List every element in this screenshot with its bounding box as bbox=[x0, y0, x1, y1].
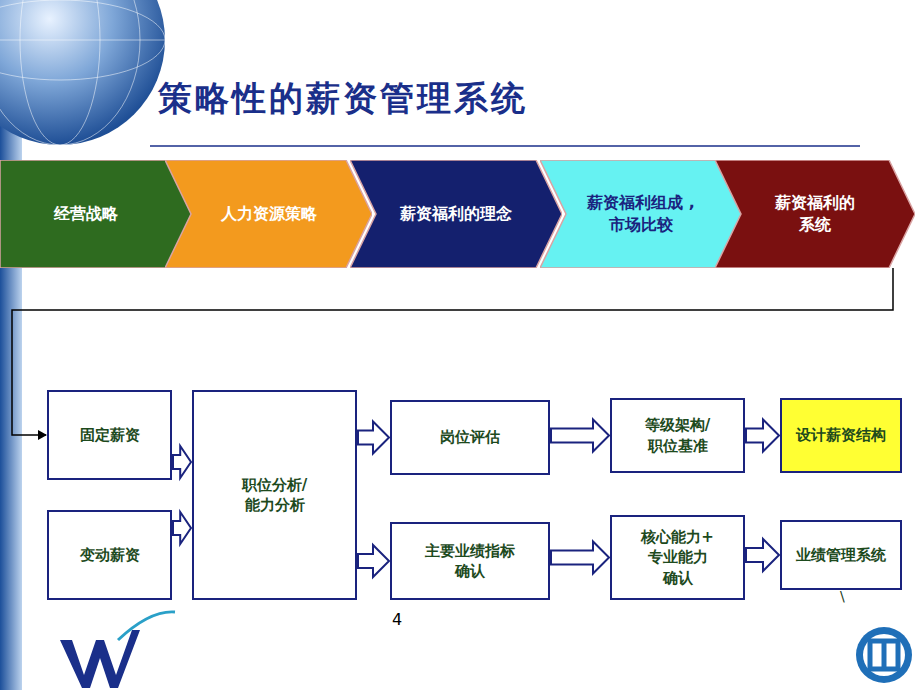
process-box: 核心能力+ 专业能力 确认 bbox=[610, 515, 745, 600]
chevron-step: 薪资福利的 系统 bbox=[715, 160, 915, 268]
process-box: 主要业绩指标 确认 bbox=[390, 522, 550, 600]
flow-arrow bbox=[358, 422, 389, 454]
stray-mark: \ bbox=[840, 588, 845, 604]
flow-arrow bbox=[358, 545, 389, 577]
w-logo bbox=[60, 612, 175, 688]
flow-arrow bbox=[746, 420, 779, 452]
slide-title: 策略性的薪资管理系统 bbox=[158, 76, 528, 122]
flow-arrow bbox=[746, 539, 779, 571]
corner-logo bbox=[856, 627, 912, 683]
flow-arrow bbox=[173, 446, 191, 478]
process-box: 职位分析/ 能力分析 bbox=[192, 390, 357, 600]
node-text: 职位分析/ 能力分析 bbox=[225, 475, 325, 516]
title-rule bbox=[150, 145, 860, 147]
chevron-step: 人力资源策略 bbox=[165, 160, 372, 268]
node-text: 岗位评估 bbox=[440, 427, 500, 447]
chevron-step: 经营战略 bbox=[0, 160, 192, 268]
node-text: 薪资福利的 系统 bbox=[763, 192, 868, 235]
highlight-box: 设计薪资结构 bbox=[780, 398, 902, 473]
node-text: 变动薪资 bbox=[80, 545, 140, 565]
chevron-shape bbox=[715, 160, 915, 268]
chevron-shape bbox=[540, 160, 742, 268]
chevron-step: 薪资福利组成 ,市场比较 bbox=[540, 160, 742, 268]
node-text: 业绩管理系统 bbox=[796, 545, 886, 565]
process-box: 固定薪资 bbox=[47, 390, 172, 480]
node-text: 薪资福利的理念 bbox=[400, 203, 512, 225]
node-text: 主要业绩指标 确认 bbox=[418, 541, 523, 582]
node-text: 设计薪资结构 bbox=[796, 425, 886, 445]
process-box: 等级架构/ 职位基准 bbox=[610, 398, 745, 473]
chevron-step: 薪资福利的理念 bbox=[350, 160, 562, 268]
node-text: 固定薪资 bbox=[80, 425, 140, 445]
globe-grid bbox=[0, 0, 165, 145]
flow-arrow bbox=[173, 512, 191, 544]
process-box: 变动薪资 bbox=[47, 510, 172, 600]
flow-arrow bbox=[551, 542, 609, 574]
node-text: 薪资福利组成 ,市场比较 bbox=[581, 192, 701, 235]
page-number: 4 bbox=[392, 610, 402, 629]
node-text: 等级架构/ 职位基准 bbox=[630, 415, 725, 456]
flow-arrow bbox=[551, 420, 609, 452]
process-box: 岗位评估 bbox=[390, 400, 550, 475]
node-text: 人力资源策略 bbox=[221, 203, 317, 225]
process-box: 业绩管理系统 bbox=[780, 520, 902, 590]
node-text: 经营战略 bbox=[54, 203, 118, 225]
node-text: 核心能力+ 专业能力 确认 bbox=[637, 527, 719, 588]
globe bbox=[0, 0, 165, 145]
